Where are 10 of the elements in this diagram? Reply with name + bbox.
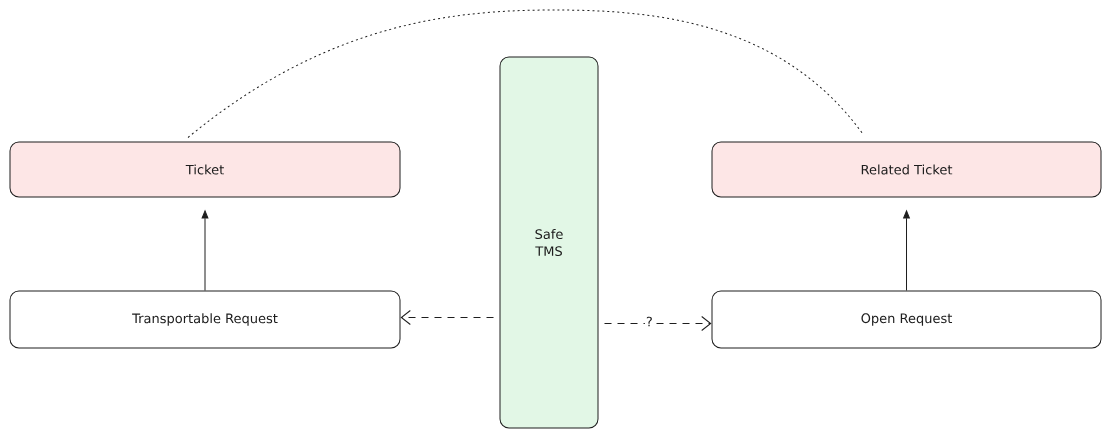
- process-box: Ticket: [9, 141, 401, 198]
- process-box: Transportable Request: [9, 290, 401, 349]
- process-box: Safe TMS: [499, 56, 599, 429]
- arrow: [604, 316, 712, 331]
- arrow: [201, 210, 209, 291]
- edge-label: ?: [646, 316, 652, 327]
- process-box: Open Request: [711, 290, 1102, 349]
- arrow: [400, 310, 494, 325]
- arrow: [903, 210, 910, 291]
- process-box: Related Ticket: [711, 141, 1102, 198]
